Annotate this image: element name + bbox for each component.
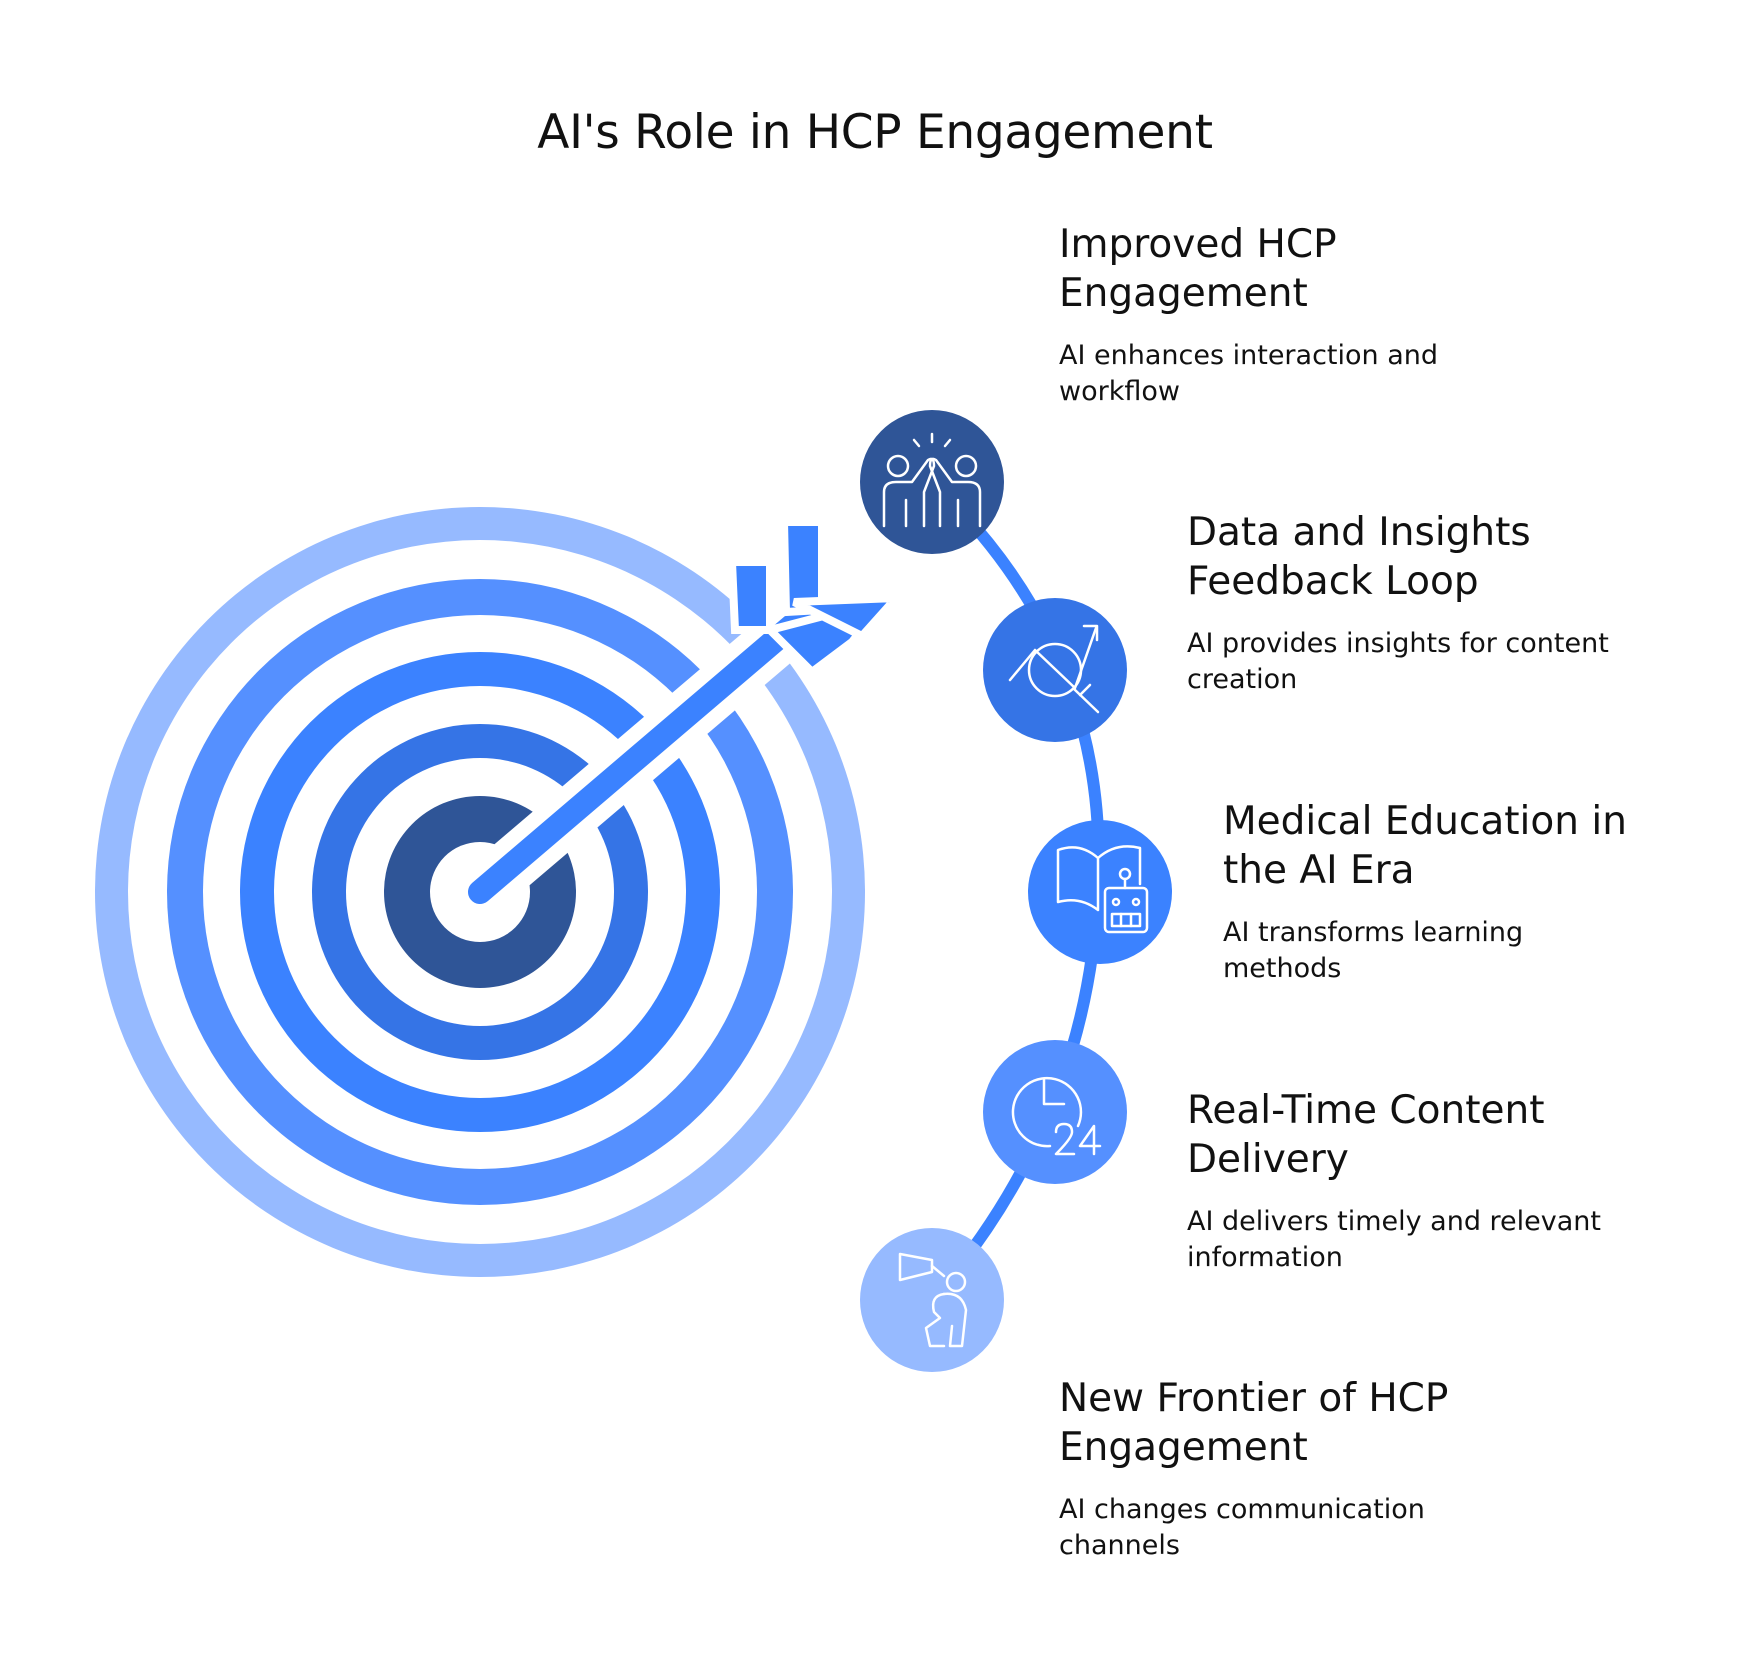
step-1-desc-line-2: workflow <box>1059 376 1180 407</box>
step-5-desc-line-2: channels <box>1059 1530 1180 1561</box>
step-4-desc-line-1: AI delivers timely and relevant <box>1187 1206 1602 1237</box>
chart-magnifier-icon <box>1008 624 1100 714</box>
step-new-frontier-hcp-engagement: New Frontier of HCP Engagement AI change… <box>1059 1374 1448 1564</box>
step-4-title: Real-Time Content Delivery <box>1187 1086 1601 1184</box>
step-2-desc-line-2: creation <box>1187 664 1298 695</box>
clock-24-icon <box>1011 1076 1102 1156</box>
step-3-icon-circle <box>1028 820 1172 964</box>
megaphone-person-icon <box>898 1252 968 1348</box>
step-4-title-line-1: Real-Time Content <box>1187 1088 1545 1133</box>
step-5-desc-line-1: AI changes communication <box>1059 1494 1425 1525</box>
step-1-icon-circle <box>860 410 1004 554</box>
arrow-fletching <box>727 518 906 678</box>
step-2-title-line-1: Data and Insights <box>1187 510 1531 555</box>
step-3-title-line-1: Medical Education in <box>1223 799 1627 844</box>
arrow <box>453 518 906 919</box>
step-improved-hcp-engagement: Improved HCP Engagement AI enhances inte… <box>1059 220 1438 410</box>
step-data-insights-feedback-loop: Data and Insights Feedback Loop AI provi… <box>1187 508 1609 698</box>
step-3-title-line-2: the AI Era <box>1223 848 1415 893</box>
step-3-title: Medical Education in the AI Era <box>1223 797 1627 895</box>
step-5-description: AI changes communication channels <box>1059 1492 1448 1564</box>
step-5-icon-circle <box>860 1228 1004 1372</box>
step-5-title: New Frontier of HCP Engagement <box>1059 1374 1448 1472</box>
step-1-title-line-1: Improved HCP <box>1059 222 1337 267</box>
step-medical-education-ai-era: Medical Education in the AI Era AI trans… <box>1223 797 1627 987</box>
step-5-title-line-1: New Frontier of HCP <box>1059 1376 1449 1421</box>
step-1-title: Improved HCP Engagement <box>1059 220 1438 318</box>
step-2-description: AI provides insights for content creatio… <box>1187 626 1609 698</box>
step-4-desc-line-2: information <box>1187 1242 1343 1273</box>
step-3-description: AI transforms learning methods <box>1223 915 1627 987</box>
step-2-title: Data and Insights Feedback Loop <box>1187 508 1609 606</box>
step-2-icon-circle <box>983 598 1127 742</box>
step-5-title-line-2: Engagement <box>1059 1425 1308 1470</box>
high-five-icon <box>882 432 982 528</box>
page-title: AI's Role in HCP Engagement <box>537 105 1213 160</box>
step-1-desc-line-1: AI enhances interaction and <box>1059 340 1439 371</box>
step-3-desc-line-2: methods <box>1223 953 1342 984</box>
arrow-shaft <box>468 607 812 904</box>
step-4-icon-circle <box>983 1040 1127 1184</box>
step-real-time-content-delivery: Real-Time Content Delivery AI delivers t… <box>1187 1086 1601 1276</box>
step-1-title-line-2: Engagement <box>1059 271 1308 316</box>
step-4-description: AI delivers timely and relevant informat… <box>1187 1204 1601 1276</box>
step-1-description: AI enhances interaction and workflow <box>1059 338 1438 410</box>
step-4-title-line-2: Delivery <box>1187 1137 1349 1182</box>
step-2-desc-line-1: AI provides insights for content <box>1187 628 1609 659</box>
step-3-desc-line-1: AI transforms learning <box>1223 917 1524 948</box>
step-2-title-line-2: Feedback Loop <box>1187 559 1479 604</box>
book-robot-icon <box>1056 845 1149 934</box>
